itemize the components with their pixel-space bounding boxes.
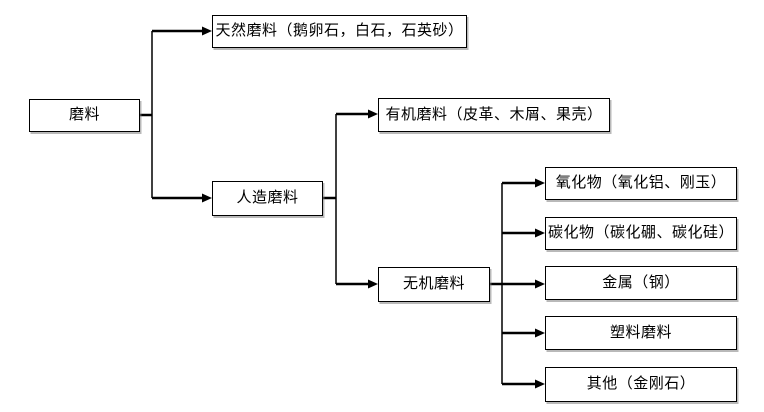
node-organic-abrasive-label: 有机磨料（皮革、木屑、果壳） bbox=[385, 106, 603, 123]
node-oxide: 氧化物（氧化铝、刚玉） bbox=[545, 167, 737, 200]
node-carbide: 碳化物（碳化硼、碳化硅） bbox=[545, 217, 737, 250]
node-organic-abrasive: 有机磨料（皮革、木屑、果壳） bbox=[378, 98, 610, 132]
node-artificial-abrasive-label: 人造磨料 bbox=[236, 190, 299, 206]
node-metal-label: 金属（钢） bbox=[602, 274, 680, 291]
node-oxide-label: 氧化物（氧化铝、刚玉） bbox=[555, 175, 727, 191]
node-carbide-label: 碳化物（碳化硼、碳化硅） bbox=[547, 225, 734, 241]
arrowhead-metal bbox=[535, 279, 545, 289]
node-abrasive: 磨料 bbox=[29, 99, 140, 132]
node-plastic-abrasive-label: 塑料磨料 bbox=[609, 324, 672, 341]
arrowhead-carbide bbox=[535, 228, 545, 238]
node-other: 其他（金刚石） bbox=[545, 367, 737, 402]
node-plastic-abrasive: 塑料磨料 bbox=[545, 316, 737, 350]
node-abrasive-label: 磨料 bbox=[68, 107, 100, 123]
arrowhead-oxide bbox=[535, 178, 545, 188]
node-inorganic-abrasive-label: 无机磨料 bbox=[402, 276, 465, 292]
arrowhead-inorganic bbox=[368, 279, 378, 289]
node-natural-abrasive-label: 天然磨料（鹅卵石，白石，石英砂） bbox=[215, 23, 464, 39]
arrowhead-natural bbox=[202, 26, 212, 36]
arrowhead-artificial bbox=[202, 193, 212, 203]
node-other-label: 其他（金刚石） bbox=[586, 376, 696, 392]
node-natural-abrasive: 天然磨料（鹅卵石，白石，石英砂） bbox=[212, 15, 467, 48]
arrowhead-other bbox=[535, 379, 545, 389]
node-inorganic-abrasive: 无机磨料 bbox=[378, 267, 490, 302]
arrowhead-organic bbox=[368, 109, 378, 119]
arrowhead-plastic bbox=[535, 328, 545, 338]
node-artificial-abrasive: 人造磨料 bbox=[212, 181, 323, 216]
node-metal: 金属（钢） bbox=[545, 266, 737, 300]
